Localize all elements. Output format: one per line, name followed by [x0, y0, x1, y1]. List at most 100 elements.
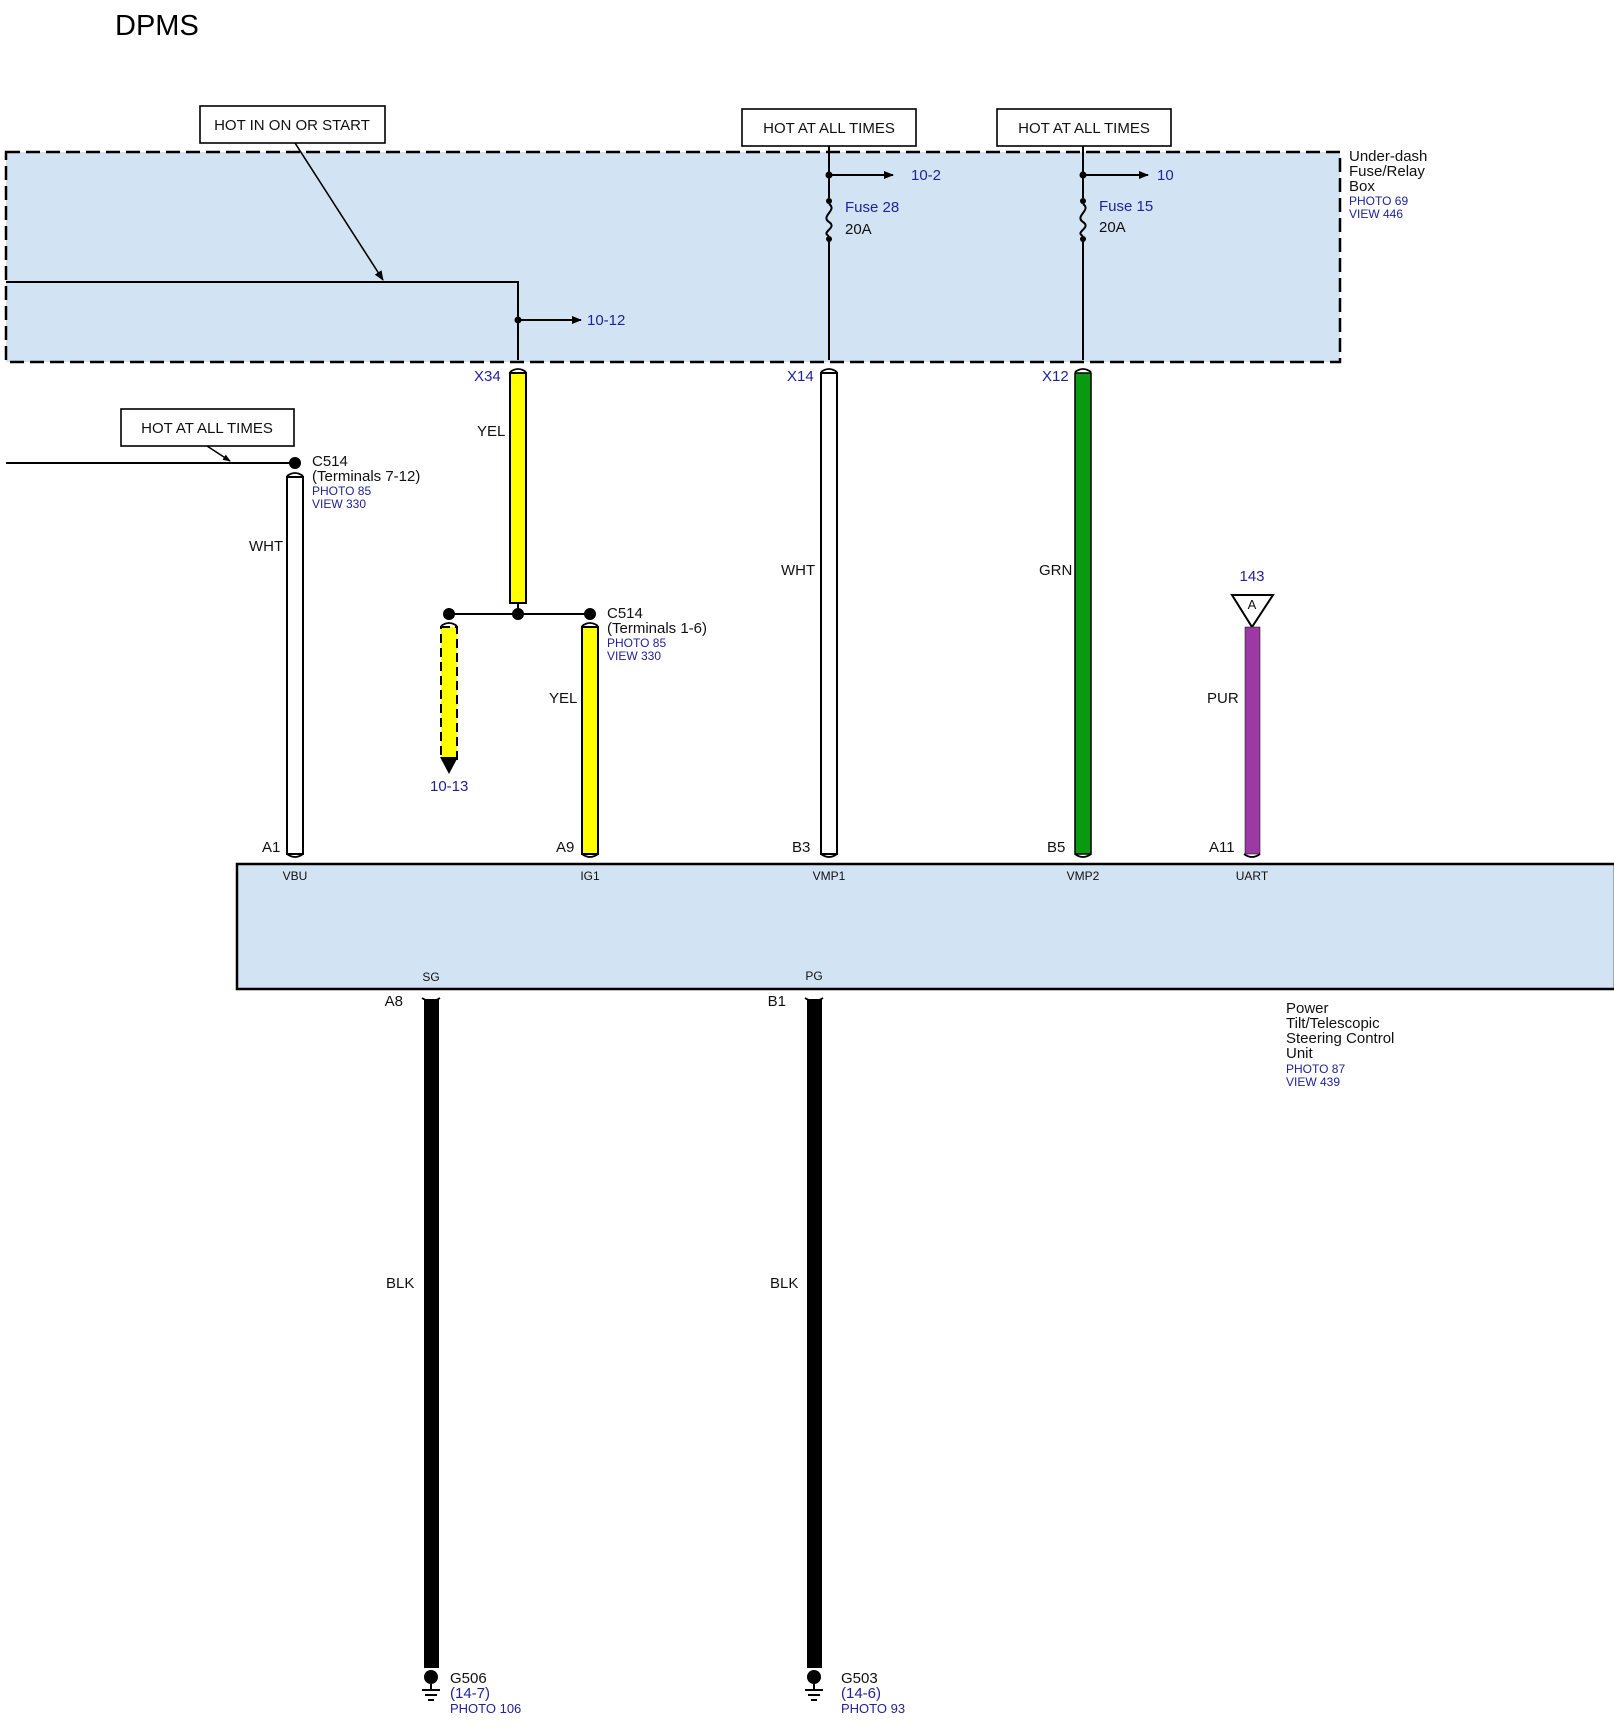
- pin-a8: A8: [385, 993, 403, 1010]
- ref-10-13: 10-13: [430, 778, 468, 795]
- control-unit-box: [235, 862, 1614, 991]
- c514-lower-photo: PHOTO 85: [607, 636, 666, 650]
- uart-ref: 143: [1239, 568, 1264, 585]
- wire-label-wht-vbu: WHT: [249, 538, 283, 555]
- wire-pur-uart: [1244, 626, 1261, 855]
- fuse-terminal: [1080, 198, 1086, 204]
- c514-upper-photo: PHOTO 85: [312, 484, 371, 498]
- ground-icon: [805, 1670, 823, 1701]
- splice-dot: [289, 457, 301, 469]
- uart-connector-letter: A: [1248, 597, 1257, 612]
- fuse28-rating: 20A: [845, 221, 872, 238]
- branch-arrow-icon: [440, 757, 458, 774]
- wire-wht-vbu: [286, 476, 304, 855]
- control-unit-name-3: Steering Control: [1286, 1030, 1394, 1047]
- wire-blk-sg: [424, 999, 439, 1668]
- signal-vmp1: VMP1: [813, 869, 846, 883]
- ground-g506-ref: (14-7): [450, 1685, 490, 1702]
- c514-upper-name: C514: [312, 453, 348, 470]
- splice-dot: [443, 608, 455, 620]
- fuse-box-photo: PHOTO 69: [1349, 194, 1408, 208]
- control-unit-name-2: Tilt/Telescopic: [1286, 1015, 1380, 1032]
- wire-label-pur: PUR: [1207, 690, 1239, 707]
- ignition-feed-wire: [6, 281, 519, 360]
- wire-grn-vmp2: [1074, 372, 1092, 855]
- terminal-x14: X14: [787, 368, 814, 385]
- wire-label-wht-vmp1: WHT: [781, 562, 815, 579]
- wire-label-grn: GRN: [1039, 562, 1072, 579]
- ignition-pointer-arrow: [294, 142, 384, 281]
- ground-icon: [422, 1670, 440, 1701]
- signal-ig1: IG1: [580, 869, 600, 883]
- connector-cap: [1074, 853, 1092, 858]
- ground-g506-name: G506: [450, 1670, 487, 1687]
- ref-10-2: 10-2: [911, 167, 941, 184]
- signal-pg: PG: [805, 969, 822, 983]
- fuse-relay-box: [4, 150, 1342, 364]
- hot-label-ignition: HOT IN ON OR START: [214, 117, 370, 134]
- fuse28-name: Fuse 28: [845, 199, 899, 216]
- fuse-box-name-2: Fuse/Relay: [1349, 163, 1425, 180]
- pin-b1: B1: [768, 993, 786, 1010]
- hot-label-fuse15: HOT AT ALL TIMES: [1018, 120, 1150, 137]
- signal-vmp2: VMP2: [1067, 869, 1100, 883]
- ground-g503-ref: (14-6): [841, 1685, 881, 1702]
- fuse-box-view: VIEW 446: [1349, 207, 1403, 221]
- page-title: DPMS: [115, 10, 199, 42]
- connector-cap: [581, 622, 599, 627]
- control-unit-view: VIEW 439: [1286, 1075, 1340, 1089]
- signal-sg: SG: [422, 970, 439, 984]
- terminal-x12: X12: [1042, 368, 1069, 385]
- ground-g506-photo: PHOTO 106: [450, 1701, 521, 1716]
- pin-a1: A1: [262, 839, 280, 856]
- pin-b3: B3: [792, 839, 810, 856]
- wire-label-blk-pg: BLK: [770, 1275, 798, 1292]
- wire-yel-ig1: [581, 626, 599, 855]
- wire-yel-x34: [509, 372, 527, 604]
- wire-label-yel-upper: YEL: [477, 423, 505, 440]
- c514-pointer-arrow: [206, 445, 231, 462]
- connector-triangle-icon: [1230, 594, 1275, 629]
- ground-g503-name: G503: [841, 1670, 878, 1687]
- ground-g503-photo: PHOTO 93: [841, 1701, 905, 1716]
- c514-lower-view: VIEW 330: [607, 649, 661, 663]
- connector-cap: [581, 853, 599, 858]
- pin-a11: A11: [1209, 839, 1235, 856]
- c514-lower-terminals: (Terminals 1-6): [607, 620, 707, 637]
- hot-label-fuse28: HOT AT ALL TIMES: [763, 120, 895, 137]
- connector-cap: [440, 622, 458, 627]
- fuse28-icon: [825, 203, 833, 237]
- wire-yel-branch: [440, 626, 458, 760]
- c514-upper-view: VIEW 330: [312, 497, 366, 511]
- wire-label-yel-lower: YEL: [549, 690, 577, 707]
- connector-cap: [1074, 368, 1092, 373]
- signal-vbu: VBU: [283, 869, 308, 883]
- connector-cap: [1243, 853, 1261, 858]
- control-unit-name-4: Unit: [1286, 1045, 1314, 1062]
- hot-label-fuse15-box: [996, 108, 1172, 147]
- hot-label-ignition-box: [199, 105, 386, 144]
- pin-a9: A9: [556, 839, 574, 856]
- fuse-box-name-3: Box: [1349, 178, 1375, 195]
- hot-label-c514: HOT AT ALL TIMES: [141, 420, 273, 437]
- ref-10: 10: [1157, 167, 1174, 184]
- fuse15-rating: 20A: [1099, 219, 1126, 236]
- fuse15-name: Fuse 15: [1099, 198, 1153, 215]
- ref-10-12: 10-12: [587, 312, 625, 329]
- connector-cap: [820, 853, 838, 858]
- pin-b5: B5: [1047, 839, 1065, 856]
- splice-dot: [584, 608, 596, 620]
- wire-blk-pg: [807, 999, 822, 1668]
- signal-uart: UART: [1236, 869, 1269, 883]
- wire-label-blk-sg: BLK: [386, 1275, 414, 1292]
- wire-wht-vmp1: [820, 372, 838, 855]
- fuse-terminal: [826, 198, 832, 204]
- c514-upper-terminals: (Terminals 7-12): [312, 468, 420, 485]
- control-unit-photo: PHOTO 87: [1286, 1062, 1345, 1076]
- connector-cap: [286, 472, 304, 477]
- terminal-x34: X34: [474, 368, 501, 385]
- connector-cap: [286, 853, 304, 858]
- control-unit-name-1: Power: [1286, 1000, 1329, 1017]
- c514-lower-name: C514: [607, 605, 643, 622]
